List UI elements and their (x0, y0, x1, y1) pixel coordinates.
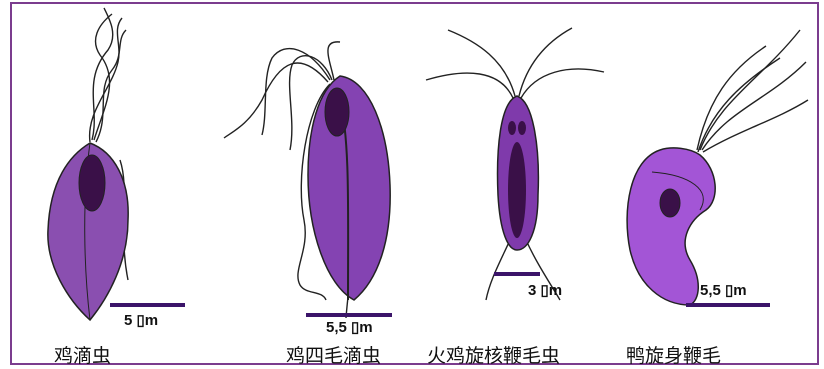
organism-1-nucleus (79, 155, 105, 211)
organism-4-illustration (627, 30, 808, 305)
scale-label-2: 5,5 ▯m (326, 318, 373, 336)
organism-1-illustration (48, 8, 128, 320)
scale-label-4: 5,5 ▯m (700, 281, 747, 299)
organism-3-illustration (426, 28, 604, 300)
organism-2-illustration (224, 42, 390, 318)
scale-label-3: 3 ▯m (528, 281, 562, 299)
organism-name-1: 鸡滴虫 (54, 341, 111, 368)
organism-3-axostyle (508, 142, 526, 238)
scale-bar-2 (306, 313, 392, 317)
organism-4-nucleus (660, 189, 680, 217)
scale-label-1: 5 ▯m (124, 311, 158, 329)
side-credit-text (0, 255, 8, 355)
scale-bar-1 (110, 303, 185, 307)
scale-bar-3 (494, 272, 540, 276)
organism-name-3: 火鸡旋核鞭毛虫 (427, 341, 560, 368)
scale-bar-4 (686, 303, 770, 307)
organism-name-4: 鸭旋身鞭毛 (626, 341, 721, 368)
organism-2-nucleus (325, 88, 349, 136)
organism-4-flagella (697, 30, 808, 152)
organism-name-2: 鸡四毛滴虫 (286, 341, 381, 368)
